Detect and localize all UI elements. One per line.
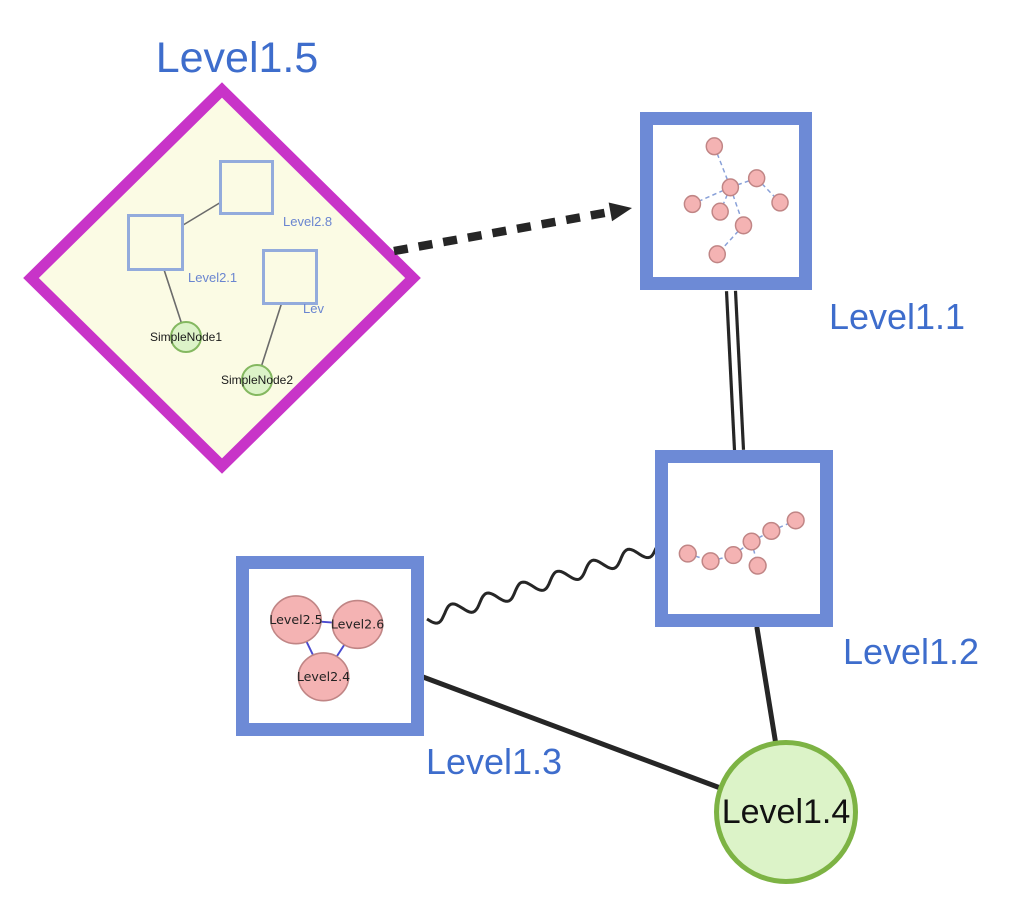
mini-node [771,193,789,212]
mini-node [683,194,702,214]
mini-node [678,544,697,563]
node-simplenode2[interactable] [241,364,273,396]
group-node-level1-5-diamond[interactable] [23,82,421,474]
group-node-level1-2[interactable] [655,450,833,627]
node-simplenode1[interactable] [170,321,202,353]
mini-node [705,137,724,156]
mini-node [762,521,781,541]
group-node-level2-1[interactable] [127,214,184,271]
edge-level1-5--level1-1-arrowhead [608,202,632,222]
label-level2-5: Level2.5 [269,613,322,627]
group-node-level2-8[interactable] [219,160,274,215]
mini-edge [756,177,781,204]
edge-level1-3--level1-4[interactable] [420,674,726,792]
label-level2-4: Level2.4 [297,670,351,684]
label-level1-2: Level1.2 [842,631,980,672]
mini-node [742,532,761,551]
minigraph-level1-2 [678,511,805,575]
label-level1-4: Level1.4 [721,792,851,831]
mini-node [708,245,726,264]
edge-level1-3--level1-2[interactable] [426,547,658,625]
label-simplenode2: SimpleNode2 [220,373,294,387]
node-level2-5[interactable] [270,595,322,645]
group-node-lev[interactable] [262,249,318,305]
edge-level1-5--level1-1[interactable] [393,207,612,256]
label-level1-5: Level1.5 [155,34,319,82]
mini-node [734,216,753,235]
edge-level1-1--level1-2-1[interactable] [724,291,737,451]
mini-node [701,552,720,571]
mini-node [711,202,729,221]
node-level1-4[interactable]: Level1.4 [714,740,858,884]
minigraph-level1-1 [683,137,789,264]
mini-node [747,169,766,188]
edge-level1-2--level1-4[interactable] [754,625,779,748]
node-level2-4[interactable] [297,652,350,702]
label-level1-3: Level1.3 [425,741,563,782]
group-node-level1-1[interactable] [640,112,812,290]
label-level1-1: Level1.1 [828,296,966,337]
mini-node [724,546,743,565]
mini-node [748,556,767,575]
mini-node [786,511,805,530]
label-simplenode1: SimpleNode1 [149,330,223,344]
edge-level1-1--level1-2-2[interactable] [733,290,746,450]
label-level2-8: Level2.8 [283,214,333,229]
label-level2-1: Level2.1 [188,270,238,285]
label-level2-6: Level2.6 [331,618,385,632]
label-lev: Lev [303,301,324,316]
node-level2-6[interactable] [331,599,384,650]
mini-node [721,178,740,197]
